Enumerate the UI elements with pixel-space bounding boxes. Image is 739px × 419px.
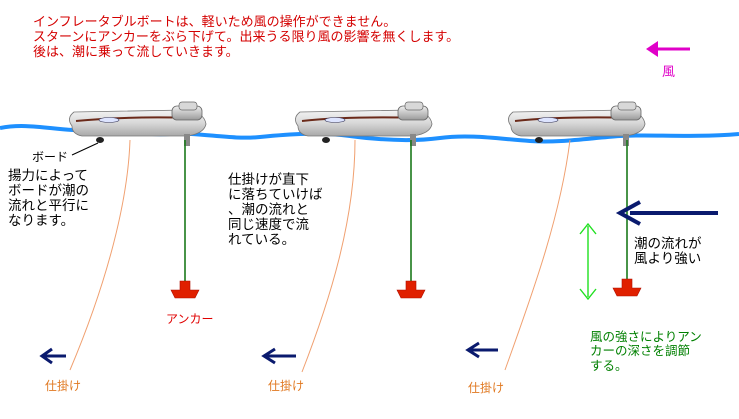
fall-note: 仕掛けが直下 に落ちていけば 、潮の流れと 同じ速度で流 れている。 [228,173,323,249]
drift-arrow-icon [42,349,66,363]
boat-icon [69,102,206,146]
wind-arrow-icon [646,41,690,57]
anchor-icon [613,279,641,296]
lure-label: 仕掛け [468,382,504,395]
anchor-icon [397,281,425,298]
drift-arrow-icon [264,349,296,363]
lift-note: 揚力によって ボードが潮の 流れと平行に なります。 [8,169,89,229]
anchor-icon [171,281,199,298]
lure-label: 仕掛け [45,380,81,393]
bold-label: ボード [32,151,68,164]
lure-line [505,140,570,370]
wind-label: 風 [662,66,675,81]
intro-text: インフレータブルボートは、軽いため風の操作ができません。 スターンにアンカーをぶ… [33,16,459,61]
lure-label: 仕掛け [268,380,304,393]
depth-note: 風の強さによりアン カーの深さを調節 する。 [590,330,702,373]
depth-arrow-icon [580,224,596,299]
tide-arrow-icon [620,202,718,224]
anchor-label: アンカー [166,313,214,326]
bold-pointer [72,143,98,155]
drift-arrow-icon [468,343,498,357]
tide-note: 潮の流れが 風より強い [634,237,702,267]
